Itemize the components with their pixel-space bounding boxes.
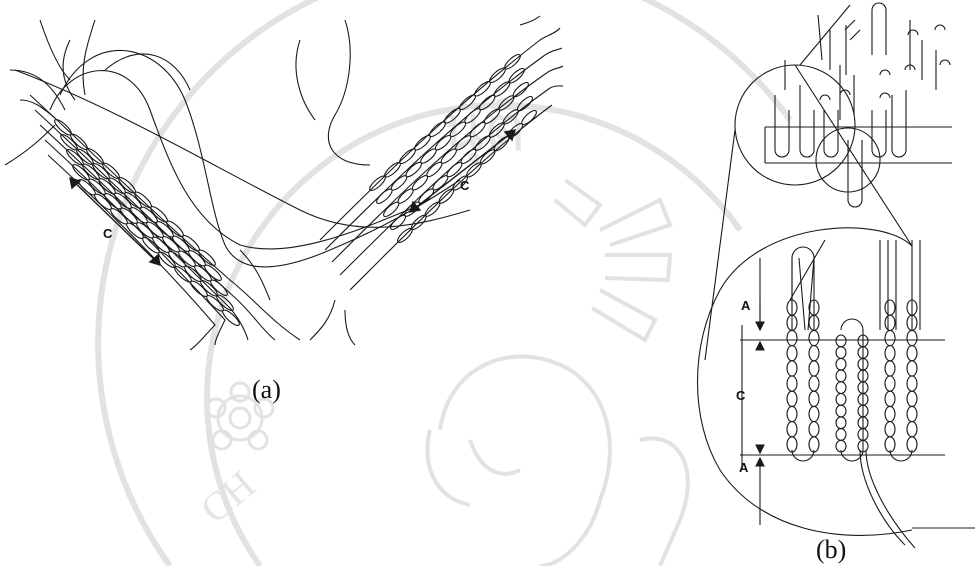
elephant-emblem <box>427 357 687 567</box>
twist-segment <box>787 346 797 361</box>
twist-segment <box>885 346 895 361</box>
panel-a-caption: (a) <box>252 375 281 405</box>
twist-segment <box>787 330 797 345</box>
panel-b-zoom-connector <box>705 65 912 360</box>
panel-a-label-c-left: C <box>103 226 113 241</box>
twist-segment <box>885 391 895 406</box>
panel-b-twist-columns <box>787 300 917 452</box>
panel-b-label-a-bottom: A <box>739 460 749 475</box>
twist-segment <box>907 330 917 345</box>
twist-segment <box>836 370 846 382</box>
twist-segment <box>836 429 846 441</box>
twist-segment <box>907 406 917 421</box>
twist-segment <box>383 160 403 179</box>
panel-a-label-c-right: C <box>460 178 470 193</box>
twist-segment <box>836 358 846 370</box>
twist-segment <box>809 346 819 361</box>
twist-segment <box>787 361 797 376</box>
twist-segment <box>836 335 846 347</box>
twist-segment <box>885 406 895 421</box>
panel-b-dimension-arrows <box>756 300 764 466</box>
panel-a-fiber-diagram: C C <box>5 16 563 350</box>
twist-segment <box>907 376 917 391</box>
twist-segment <box>809 422 819 437</box>
panel-b-loop-diagram: A C A <box>698 3 976 548</box>
twist-segment <box>836 405 846 417</box>
twist-segment <box>809 330 819 345</box>
twist-segment <box>907 437 917 452</box>
twist-segment <box>836 347 846 359</box>
twist-segment <box>787 422 797 437</box>
twist-segment <box>809 376 819 391</box>
panel-b-label-a-top: A <box>741 298 751 313</box>
twist-segment <box>885 361 895 376</box>
twist-segment <box>885 330 895 345</box>
twist-segment <box>885 376 895 391</box>
twist-segment <box>809 391 819 406</box>
twist-segment <box>907 422 917 437</box>
panel-a-fiber-loops <box>15 20 470 267</box>
twist-segment <box>787 406 797 421</box>
twist-segment <box>885 437 895 452</box>
watermark-text-bottom: CH <box>192 462 264 532</box>
panel-b-zoom-source-circle <box>735 65 855 185</box>
panel-a-bundle-left <box>30 95 300 350</box>
twist-segment <box>375 187 394 206</box>
twist-segment <box>809 437 819 452</box>
twist-segment <box>836 394 846 406</box>
panel-b-overview <box>735 3 952 207</box>
twist-segment <box>836 382 846 394</box>
twist-segment <box>907 391 917 406</box>
twist-segment <box>809 406 819 421</box>
sun-rays-emblem <box>555 180 670 340</box>
twist-segment <box>885 422 895 437</box>
panel-b-label-c: C <box>736 388 746 403</box>
twist-segment <box>787 437 797 452</box>
watermark-seal: นุติ CH <box>98 0 790 566</box>
panel-b-caption: (b) <box>816 535 846 565</box>
twist-segment <box>787 376 797 391</box>
twist-segment <box>885 315 895 330</box>
twist-segment <box>836 417 846 429</box>
panel-a-twist-segments-left <box>53 117 242 327</box>
twist-segment <box>907 346 917 361</box>
twist-segment <box>907 361 917 376</box>
twist-segment <box>787 391 797 406</box>
twist-segment <box>809 361 819 376</box>
panel-b-detail <box>740 240 975 548</box>
panel-a-bundle-right <box>310 16 563 345</box>
twist-segment <box>885 300 895 315</box>
